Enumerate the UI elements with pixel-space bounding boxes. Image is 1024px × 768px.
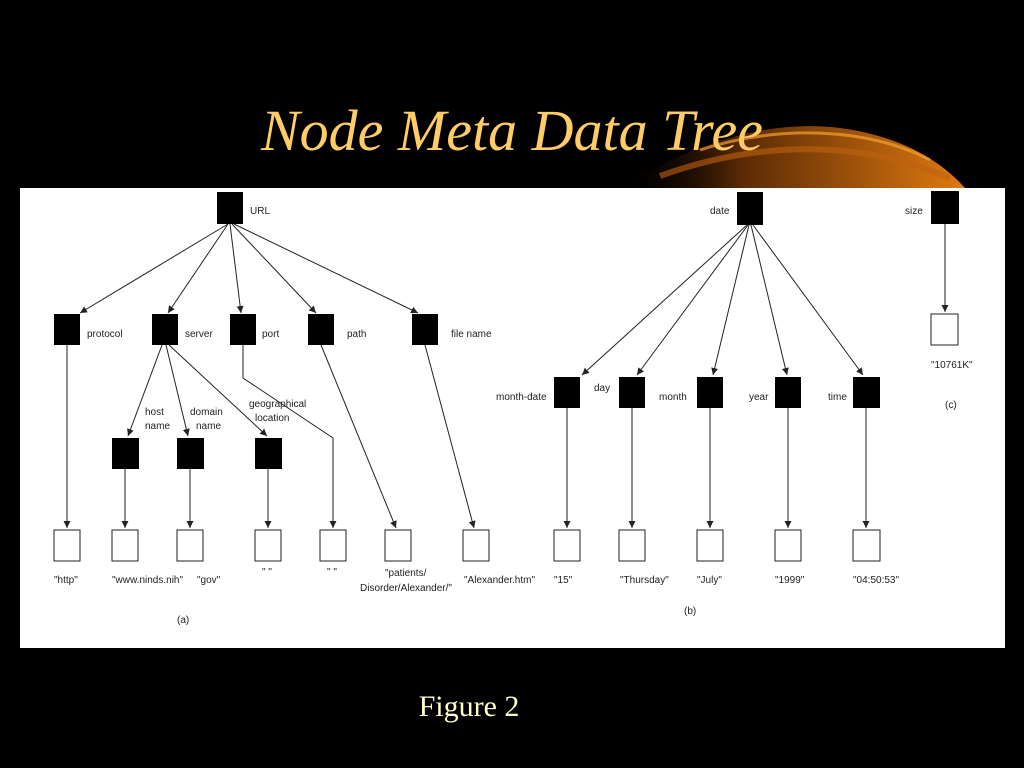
leaf-month-date: [553, 529, 581, 562]
label-server: server: [185, 329, 213, 340]
label-time: time: [828, 392, 847, 403]
edge-filename-value: [424, 344, 476, 529]
leaf-time: [852, 529, 881, 562]
label-domain-name-line2: name: [196, 421, 221, 432]
node-day: [619, 377, 645, 408]
node-month-date: [554, 377, 580, 408]
label-day: day: [594, 383, 610, 394]
edge-port-value: [242, 345, 337, 528]
value-size: "10761K": [931, 360, 973, 371]
node-month: [697, 377, 723, 408]
value-month-date: "15": [554, 575, 573, 586]
label-file-name: file name: [451, 329, 492, 340]
leaf-path: [384, 529, 412, 562]
label-geo-line1: geographical: [249, 399, 306, 410]
edge-date-month-date: [581, 224, 748, 376]
part-a-labels: URL protocol server port path file name …: [54, 206, 535, 626]
node-host-name: [112, 438, 139, 469]
label-date: date: [710, 206, 730, 217]
value-port: " ": [327, 567, 337, 578]
label-size: size: [905, 206, 923, 217]
node-meta-data-tree-diagram: URL protocol server port path file name …: [53, 191, 973, 626]
label-month-date: month-date: [496, 392, 547, 403]
edge-date-month: [711, 224, 750, 376]
leaf-year: [774, 529, 802, 562]
part-a-edges: [63, 223, 476, 529]
edge-server-geo: [168, 344, 268, 437]
node-domain-name: [177, 438, 204, 469]
leaf-port: [319, 529, 347, 562]
node-server: [152, 314, 178, 345]
leaf-host-name: [111, 529, 139, 562]
value-time: "04:50:53": [853, 575, 899, 586]
node-year: [775, 377, 801, 408]
leaf-domain-name: [176, 529, 204, 562]
value-month: "July": [697, 575, 722, 586]
edge-date-time: [752, 224, 864, 376]
leaf-protocol: [53, 529, 81, 562]
edge-url-path: [231, 223, 317, 314]
value-protocol: "http": [54, 575, 78, 586]
value-geographical-location: " ": [262, 567, 272, 578]
label-month: month: [659, 392, 687, 403]
value-day: "Thursday": [620, 575, 669, 586]
value-path-line1: "patients/: [385, 568, 427, 579]
edge-server-host: [127, 344, 163, 437]
leaf-file-name: [462, 529, 490, 562]
edge-url-file-name: [233, 223, 419, 314]
node-size: [931, 191, 959, 224]
edge-server-domain: [165, 344, 190, 437]
edge-url-protocol: [79, 223, 229, 314]
leaf-geographical-location: [254, 529, 282, 562]
node-port: [230, 314, 256, 345]
label-protocol: protocol: [87, 329, 123, 340]
node-path: [308, 314, 334, 345]
node-geographical-location: [255, 438, 282, 469]
label-domain-name-line1: domain: [190, 407, 223, 418]
part-b-labels: date month-date day month year time "15"…: [496, 206, 899, 617]
edge-path-value: [320, 344, 397, 529]
label-host-name-line1: host: [145, 407, 164, 418]
node-date: [737, 192, 763, 225]
label-geo-line2: location: [255, 413, 289, 424]
slide-title: Node Meta Data Tree: [260, 98, 764, 163]
label-port: port: [262, 329, 279, 340]
edge-date-day: [636, 224, 749, 376]
label-url: URL: [250, 206, 270, 217]
label-path: path: [347, 329, 366, 340]
node-url: [217, 192, 243, 224]
part-a-label: (a): [177, 615, 189, 626]
leaf-size: [930, 313, 959, 346]
value-year: "1999": [775, 575, 805, 586]
leaf-day: [618, 529, 646, 562]
value-path-line2: Disorder/Alexander/": [360, 583, 452, 594]
node-file-name: [412, 314, 438, 345]
part-b-nodes: [553, 192, 881, 562]
edge-url-server: [167, 223, 229, 314]
label-host-name-line2: name: [145, 421, 170, 432]
value-file-name: "Alexander.htm": [464, 575, 535, 586]
part-c: size "10761K" (c): [905, 191, 973, 411]
value-domain-name: "gov": [197, 575, 221, 586]
value-host-name: "www.ninds.nih": [112, 575, 183, 586]
figure-caption: Figure 2: [418, 690, 520, 723]
edge-date-year: [750, 224, 789, 376]
label-year: year: [749, 392, 769, 403]
edge-url-port: [229, 223, 244, 314]
leaf-month: [696, 529, 724, 562]
node-time: [853, 377, 880, 408]
part-a-nodes: [53, 192, 490, 562]
part-b-edges: [563, 224, 870, 528]
node-protocol: [54, 314, 80, 345]
part-b-label: (b): [684, 606, 696, 617]
figure-panel: URL protocol server port path file name …: [20, 188, 1005, 648]
part-c-label: (c): [945, 400, 957, 411]
